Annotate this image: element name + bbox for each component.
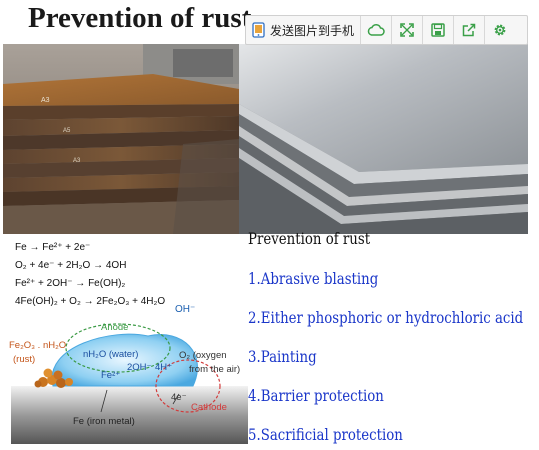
water-label: nH₂O (water): [83, 349, 139, 360]
list-item: 3.Painting: [248, 348, 317, 366]
phone-upload-icon: [252, 22, 265, 38]
image-toolbar: 发送图片到手机: [245, 15, 528, 45]
rust-formula-label: Fe₂O₃ . nH₂O: [9, 340, 67, 351]
settings-button[interactable]: [485, 16, 515, 44]
equation-line: O₂ + 4e⁻ + 2H₂O → 4OH: [15, 260, 127, 271]
rust-label: (rust): [13, 354, 36, 365]
equation-line: 4Fe(OH)₂ + O₂ → 2Fe₂O₃ + 4H₂O: [15, 296, 166, 307]
send-to-phone-label: 发送图片到手机: [270, 23, 355, 38]
water-droplet: [51, 333, 198, 387]
oxygen-label-line1: O₂ (oxygen: [179, 350, 227, 361]
list-heading: Prevention of rust: [248, 230, 371, 248]
svg-text:A3: A3: [73, 158, 81, 164]
cloud-icon: [367, 23, 385, 36]
list-item: 4.Barrier protection: [248, 387, 384, 405]
svg-text:A5: A5: [63, 128, 71, 134]
cloud-button[interactable]: [361, 16, 393, 44]
svg-text:A3: A3: [41, 97, 50, 104]
hydrogen-ion-label: 4H⁺: [155, 362, 173, 373]
electron-label: 4e⁻: [171, 392, 187, 403]
oxygen-label-line2: from the air): [189, 364, 241, 375]
list-item: 5.Sacrificial protection: [248, 426, 403, 444]
list-item: 2.Either phosphoric or hydrochloric acid: [248, 309, 524, 327]
rust-corrosion-diagram: Fe → Fe²⁺ + 2e⁻ O₂ + 4e⁻ + 2H₂O → 4OH Fe…: [3, 236, 248, 448]
iron-ion-label: Fe²⁺: [101, 370, 121, 381]
rust-particles: [34, 368, 73, 388]
corrosion-illustration: [11, 323, 248, 444]
cathode-region: [155, 359, 221, 413]
save-button[interactable]: [423, 16, 455, 44]
cathode-label: Cathode: [191, 402, 227, 413]
save-icon: [431, 23, 445, 37]
settings-gear-icon: [494, 24, 506, 36]
expand-icon: [400, 23, 414, 37]
share-icon: [462, 23, 476, 37]
anode-label: Anode: [101, 322, 129, 333]
fullscreen-button[interactable]: [392, 16, 424, 44]
iron-metal-label: Fe (iron metal): [73, 416, 135, 427]
iron-metal-bar: [11, 386, 248, 444]
equation-line: Fe → Fe²⁺ + 2e⁻: [15, 242, 91, 253]
slide-title: Prevention of rust: [28, 2, 252, 34]
anode-region: [65, 323, 171, 373]
hydroxide-ion-label: 2OH⁻: [127, 362, 152, 373]
hydroxide-label: OH⁻: [175, 304, 196, 315]
equation-line: Fe²⁺ + 2OH⁻ → Fe(OH)₂: [15, 278, 126, 289]
send-to-phone-button[interactable]: 发送图片到手机: [246, 16, 362, 44]
steel-plates-photo: [239, 44, 528, 234]
rusty-steel-plates-photo: A3 A5 A3: [3, 44, 239, 234]
share-button[interactable]: [454, 16, 486, 44]
list-item: 1.Abrasive blasting: [248, 270, 379, 288]
